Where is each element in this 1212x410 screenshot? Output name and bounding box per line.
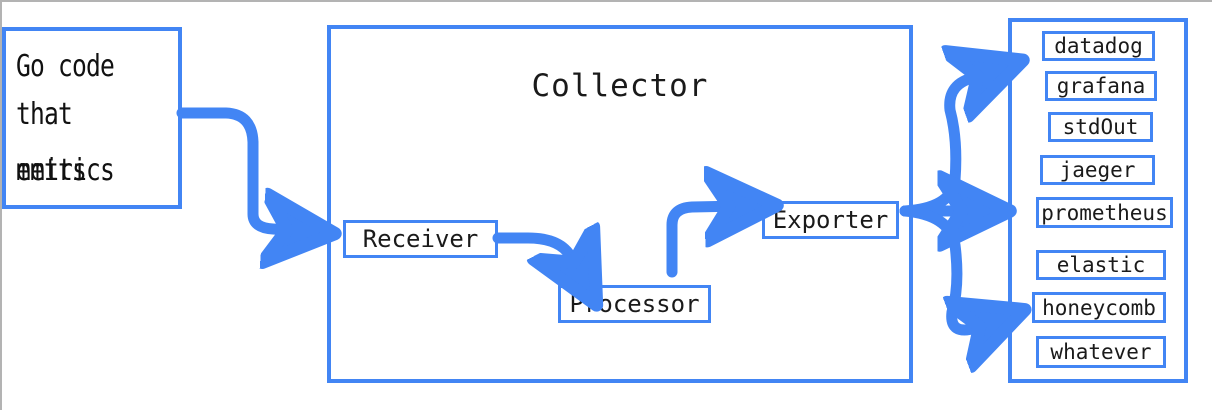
destination-elastic[interactable]: elastic bbox=[1036, 250, 1166, 280]
receiver-box[interactable]: Receiver bbox=[343, 220, 498, 258]
destination-whatever[interactable]: whatever bbox=[1036, 336, 1166, 368]
source-code-line-2: that emits bbox=[16, 97, 87, 188]
arrow-exporter-to-destinations-down bbox=[899, 205, 992, 330]
source-code-line-1: Go code bbox=[16, 49, 115, 84]
exporter-box[interactable]: Exporter bbox=[762, 201, 899, 239]
destination-honeycomb[interactable]: honeycomb bbox=[1032, 292, 1166, 323]
destination-prometheus[interactable]: prometheus bbox=[1036, 197, 1173, 228]
destination-grafana[interactable]: grafana bbox=[1045, 71, 1157, 101]
collector-title: Collector bbox=[531, 68, 709, 104]
arrow-exporter-to-destinations-up bbox=[899, 72, 990, 217]
processor-box[interactable]: Processor bbox=[558, 285, 711, 323]
destination-stdout[interactable]: stdOut bbox=[1048, 112, 1153, 142]
page-top-border bbox=[0, 0, 1212, 2]
destination-datadog[interactable]: datadog bbox=[1042, 31, 1155, 61]
arrow-source-to-receiver bbox=[176, 107, 300, 231]
source-code-line-3: metrics bbox=[16, 153, 115, 188]
destination-jaeger[interactable]: jaeger bbox=[1040, 155, 1155, 185]
source-code-box[interactable]: Go code that emits metrics bbox=[2, 27, 182, 209]
page-left-border bbox=[0, 0, 2, 410]
